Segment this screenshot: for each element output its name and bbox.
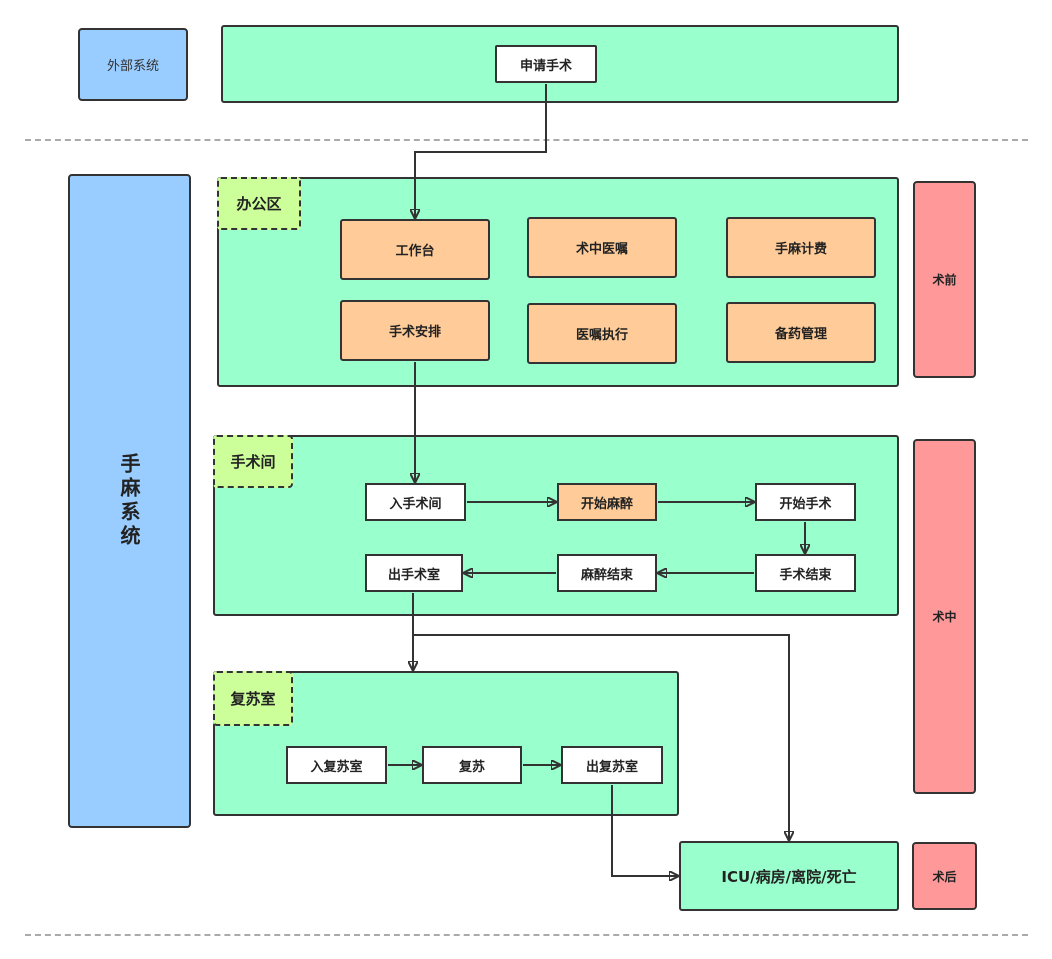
step-enter-recovery[interactable]: 入复苏室 [286, 746, 387, 784]
step-label: 出复苏室 [585, 759, 638, 775]
office-item-label: 医嘱执行 [575, 328, 628, 343]
step-start-anesthesia[interactable]: 开始麻醉 [557, 483, 657, 521]
step-label: 入手术间 [389, 496, 442, 512]
office-item-order-execution[interactable]: 医嘱执行 [527, 303, 677, 364]
office-item-label: 术中医嘱 [575, 242, 628, 257]
office-item-drug-prep[interactable]: 备药管理 [726, 302, 876, 363]
operating-room-tag-label: 手术间 [230, 453, 276, 471]
step-enter-or[interactable]: 入手术间 [365, 483, 466, 521]
office-item-label: 备药管理 [774, 327, 827, 342]
external-system-label: 外部系统 [106, 59, 159, 74]
anesthesia-system-title: 手麻系统 [117, 453, 141, 549]
phase-pre-op-label: 术前 [932, 273, 957, 287]
office-item-scheduling[interactable]: 手术安排 [340, 300, 490, 361]
recovery-room-tag-label: 复苏室 [230, 690, 276, 708]
step-label: 出手术室 [387, 567, 440, 583]
step-label: 手术结束 [779, 567, 832, 583]
apply-surgery-node[interactable]: 申请手术 [495, 45, 597, 83]
destination-label: ICU/病房/离院/死亡 [721, 867, 857, 886]
step-recovery[interactable]: 复苏 [422, 746, 522, 784]
recovery-room-tag: 复苏室 [213, 671, 293, 726]
step-label: 麻醉结束 [580, 567, 633, 583]
phase-intra-op-label: 术中 [932, 610, 957, 624]
step-label: 入复苏室 [310, 759, 363, 775]
office-area-tag-label: 办公区 [236, 195, 282, 213]
apply-surgery-label: 申请手术 [519, 58, 572, 74]
destination-node[interactable]: ICU/病房/离院/死亡 [679, 841, 899, 911]
step-label: 开始手术 [779, 496, 832, 512]
phase-post-op: 术后 [912, 842, 977, 910]
phase-pre-op: 术前 [913, 181, 976, 378]
step-exit-or[interactable]: 出手术室 [365, 554, 463, 592]
step-label: 开始麻醉 [580, 496, 633, 512]
office-item-intraop-orders[interactable]: 术中医嘱 [527, 217, 677, 278]
office-item-workbench[interactable]: 工作台 [340, 219, 490, 280]
step-start-surgery[interactable]: 开始手术 [755, 483, 856, 521]
phase-intra-op: 术中 [913, 439, 976, 794]
step-label: 复苏 [458, 759, 485, 775]
step-end-surgery[interactable]: 手术结束 [755, 554, 856, 592]
step-end-anesthesia[interactable]: 麻醉结束 [557, 554, 657, 592]
office-item-billing[interactable]: 手麻计费 [726, 217, 876, 278]
office-item-label: 手术安排 [388, 325, 441, 340]
bottom-divider [25, 934, 1028, 936]
anesthesia-system-column: 手麻系统 [68, 174, 191, 828]
office-item-label: 手麻计费 [774, 242, 827, 257]
office-item-label: 工作台 [395, 244, 435, 259]
phase-post-op-label: 术后 [932, 869, 957, 884]
step-exit-recovery[interactable]: 出复苏室 [561, 746, 663, 784]
external-system-box: 外部系统 [78, 28, 188, 101]
top-divider [25, 139, 1028, 141]
operating-room-tag: 手术间 [213, 435, 293, 488]
office-area-tag: 办公区 [217, 177, 301, 230]
